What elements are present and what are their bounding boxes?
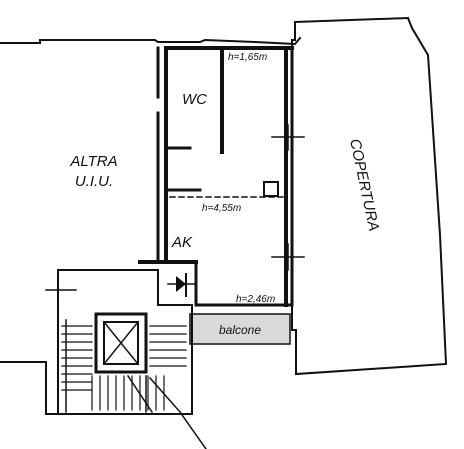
stairwell	[45, 269, 193, 415]
pointer-line	[126, 374, 207, 449]
label-wc: WC	[182, 91, 207, 108]
label-altra: ALTRA	[69, 153, 117, 170]
label-h-balcone: h=2,46m	[236, 294, 275, 305]
stair-treads-left	[61, 325, 93, 391]
balcony	[189, 313, 291, 345]
stair-treads-right	[149, 325, 187, 367]
outer-outline	[0, 36, 302, 415]
apartment-walls	[138, 46, 305, 307]
label-uiu: U.I.U.	[75, 173, 113, 190]
label-ak: AK	[171, 234, 193, 251]
copertura-block	[291, 16, 448, 376]
label-h-main: h=4,55m	[202, 203, 241, 214]
label-copertura: COPERTURA	[346, 137, 382, 232]
label-balcone: balcone	[219, 323, 261, 337]
label-h-wc: h=1,65m	[228, 52, 267, 63]
